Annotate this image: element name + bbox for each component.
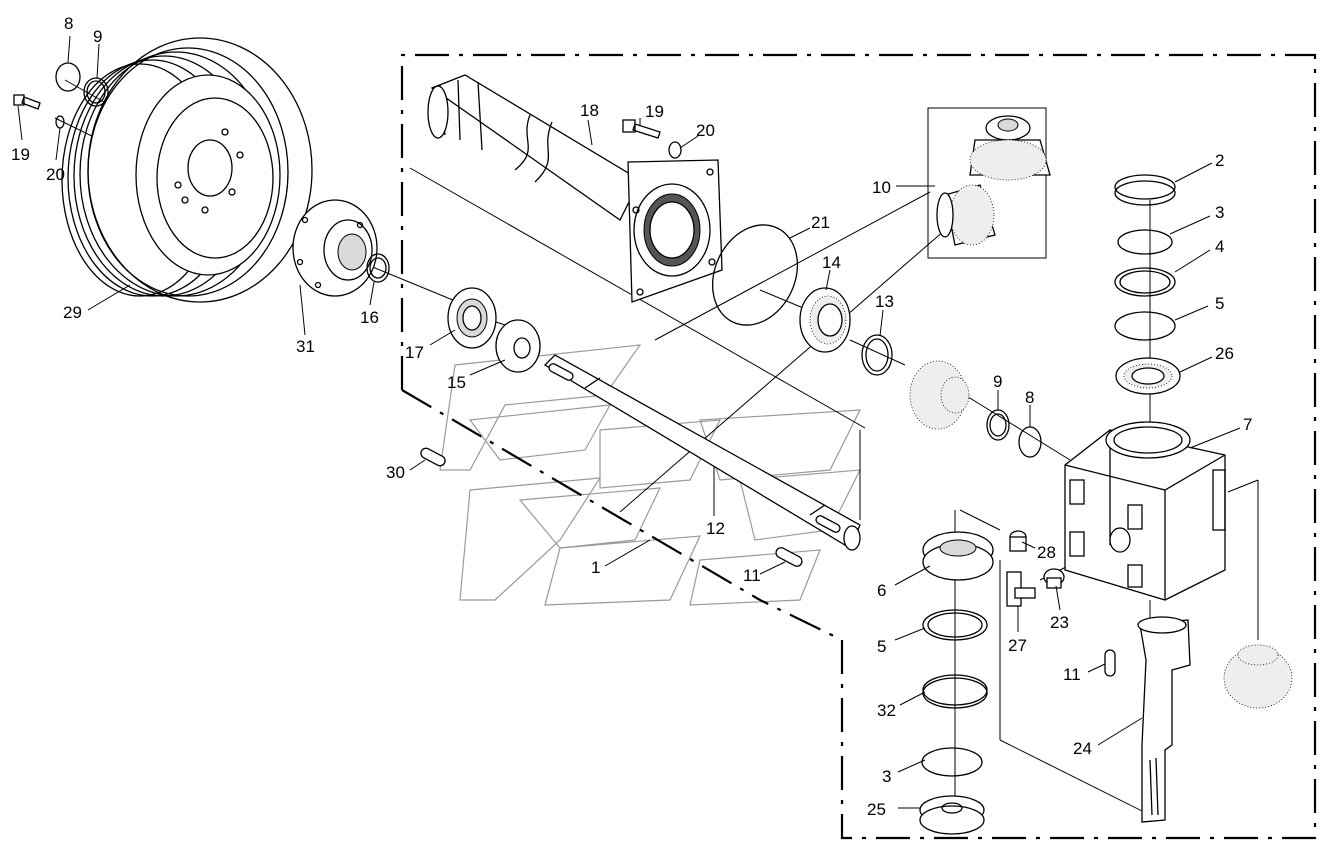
output-shaft	[1137, 616, 1191, 823]
bolt-left	[13, 94, 65, 129]
watermark-logo	[439, 344, 862, 606]
leader-lines	[17, 35, 1241, 809]
callout-11-lower: 11	[1063, 665, 1081, 684]
callout-5-bottom: 5	[877, 637, 886, 656]
ghost-gear-bottom	[1223, 644, 1293, 709]
callout-26: 26	[1215, 344, 1234, 363]
callout-31: 31	[296, 337, 315, 356]
callout-2: 2	[1215, 151, 1224, 170]
callout-1: 1	[591, 558, 600, 577]
bolt-top	[622, 119, 682, 159]
callout-10: 10	[872, 178, 891, 197]
callout-20-top: 20	[696, 121, 715, 140]
callout-5-top: 5	[1215, 294, 1224, 313]
pulley	[61, 37, 313, 303]
bearing-14	[799, 287, 851, 353]
gearbox-housing	[1064, 421, 1226, 601]
callout-8-middle: 8	[1025, 388, 1034, 407]
callout-28: 28	[1037, 543, 1056, 562]
callout-21: 21	[811, 213, 830, 232]
circlip-left	[55, 62, 81, 92]
gear-detail-box	[927, 107, 1047, 259]
callout-9-middle: 9	[993, 372, 1002, 391]
circlip-middle	[1018, 426, 1042, 458]
washer-15	[495, 319, 541, 373]
callout-17: 17	[405, 343, 424, 362]
callout-16: 16	[360, 308, 379, 327]
callout-24: 24	[1073, 739, 1092, 758]
callout-29: 29	[63, 303, 82, 322]
breather-and-fittings	[1006, 530, 1065, 607]
key-11-middle	[775, 547, 803, 567]
callout-19-top: 19	[645, 102, 664, 121]
key-30	[420, 447, 446, 467]
right-stack	[1114, 174, 1181, 395]
callout-20: 20	[46, 165, 65, 184]
callout-8: 8	[64, 14, 73, 33]
callout-32: 32	[877, 701, 896, 720]
callout-13: 13	[875, 292, 894, 311]
callout-18: 18	[580, 101, 599, 120]
callout-30: 30	[386, 463, 405, 482]
callout-4: 4	[1215, 237, 1224, 256]
bevel-gear-pair	[936, 115, 1051, 246]
o-ring-21	[711, 224, 799, 326]
callout-9: 9	[93, 27, 102, 46]
key-11-lower	[1104, 649, 1116, 677]
shaft-12	[543, 354, 861, 551]
bearing-17	[447, 287, 497, 349]
callout-11-middle: 11	[743, 566, 761, 585]
callout-labels: 8 9 19 20 29 31 16 17 15 30 18 19 20 21 …	[11, 14, 1252, 819]
callout-23: 23	[1050, 613, 1069, 632]
o-ring-left	[83, 77, 109, 107]
callout-25: 25	[867, 800, 886, 819]
callout-27: 27	[1008, 636, 1027, 655]
tube-housing	[427, 74, 723, 303]
bearing-6	[922, 531, 994, 581]
callout-3-top: 3	[1215, 203, 1224, 222]
callout-15: 15	[447, 373, 466, 392]
callout-3-bottom: 3	[882, 767, 891, 786]
ring-13	[861, 334, 893, 376]
ghost-bevel-gear	[909, 360, 970, 430]
lower-stack	[919, 609, 988, 835]
callout-12: 12	[706, 519, 725, 538]
callout-19: 19	[11, 145, 30, 164]
hub	[292, 199, 378, 297]
callout-6: 6	[877, 581, 886, 600]
callout-7: 7	[1243, 415, 1252, 434]
callout-14: 14	[822, 253, 841, 272]
assembly-boundary	[400, 53, 1317, 840]
ring-16	[366, 253, 390, 283]
